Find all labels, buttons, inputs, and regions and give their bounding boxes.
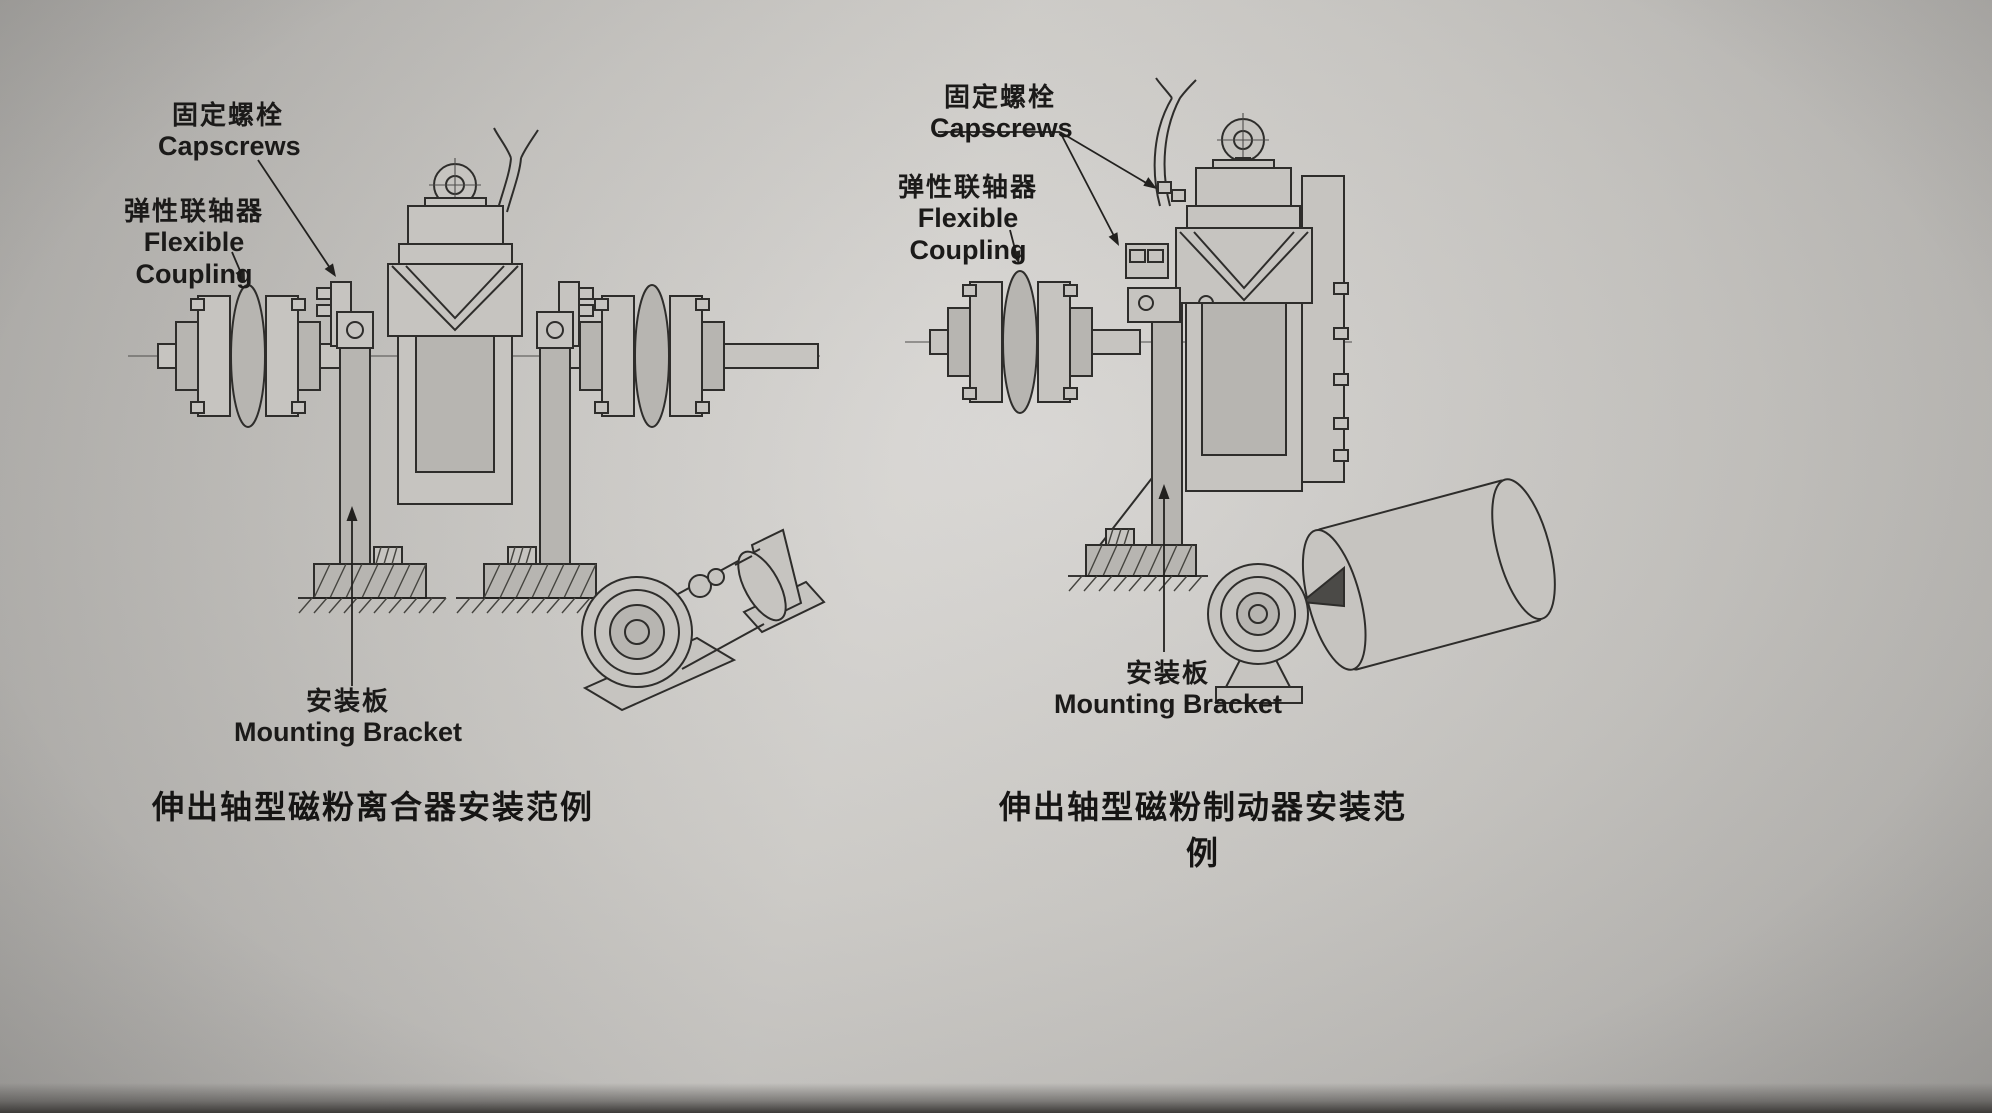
ground-hatching — [298, 597, 594, 614]
capscrew — [1333, 282, 1349, 295]
brake-unit — [1125, 77, 1349, 492]
caption-brake-example: 伸出轴型磁粉制动器安装范例 — [998, 789, 1407, 871]
brake-diagram-drawing — [905, 77, 1556, 704]
bearing — [546, 321, 564, 339]
capscrew — [1333, 449, 1349, 462]
capscrew — [1171, 189, 1186, 202]
motor — [581, 528, 826, 712]
clutch-diagram-drawing — [128, 127, 826, 712]
capscrew — [1129, 249, 1146, 263]
lead-wires — [493, 127, 539, 213]
coupling-label-en: Flexible Coupling — [135, 227, 253, 289]
capscrew — [1333, 373, 1349, 386]
capscrew — [578, 304, 594, 317]
label-flexible-coupling-left: 弹性联轴器 Flexible Coupling — [88, 196, 300, 290]
bracket-label-zh: 安装板 — [1125, 658, 1210, 688]
mounting-bracket — [313, 346, 597, 599]
leader-flexible-coupling — [1009, 229, 1021, 264]
coupling-label-zh: 弹性联轴器 — [897, 172, 1038, 202]
bearing — [1138, 295, 1154, 311]
leader-flexible-coupling — [231, 251, 245, 283]
motor-coupling — [688, 574, 712, 598]
clutch-unit — [316, 127, 594, 505]
capscrews-label-en: Capscrews — [930, 113, 1073, 143]
roller-load — [1299, 478, 1556, 671]
label-capscrews-left: 固定螺栓 Capscrews — [158, 100, 301, 162]
capscrew — [1333, 417, 1349, 430]
capscrew — [1333, 327, 1349, 340]
label-mounting-bracket-right: 安装板 Mounting Bracket — [1048, 658, 1288, 720]
label-capscrews-right: 固定螺栓 Capscrews — [930, 82, 1073, 144]
leader-capscrews — [938, 131, 1157, 246]
lead-wires — [1153, 77, 1197, 207]
capscrew — [1147, 249, 1164, 263]
bracket-label-en: Mounting Bracket — [233, 717, 462, 747]
leader-capscrews — [257, 159, 336, 277]
capscrew — [316, 304, 332, 317]
capscrew — [316, 287, 332, 300]
capscrew — [1157, 181, 1172, 194]
pulley — [1207, 563, 1309, 704]
capscrews-label-zh: 固定螺栓 — [171, 100, 284, 130]
coupling-label-zh: 弹性联轴器 — [123, 196, 264, 226]
flexible-coupling — [947, 270, 1093, 414]
leader-mounting-bracket — [1158, 484, 1170, 652]
bracket-label-en: Mounting Bracket — [1053, 689, 1282, 719]
ground-hatching — [1068, 575, 1208, 592]
cone-spindle — [1299, 565, 1345, 608]
flexible-coupling-input — [175, 284, 321, 428]
flexible-coupling-output — [579, 284, 725, 428]
bearing — [346, 321, 364, 339]
leader-mounting-bracket — [346, 506, 358, 686]
capscrews-label-en: Capscrews — [158, 131, 301, 161]
label-flexible-coupling-right: 弹性联轴器 Flexible Coupling — [862, 172, 1074, 266]
capscrews-label-zh: 固定螺栓 — [943, 82, 1056, 112]
label-mounting-bracket-left: 安装板 Mounting Bracket — [228, 686, 468, 748]
bracket-label-zh: 安装板 — [305, 686, 390, 716]
mounting-bracket — [1085, 302, 1197, 577]
caption-clutch-example: 伸出轴型磁粉离合器安装范例 — [151, 789, 594, 825]
capscrew — [578, 287, 594, 300]
coupling-label-en: Flexible Coupling — [909, 203, 1027, 265]
